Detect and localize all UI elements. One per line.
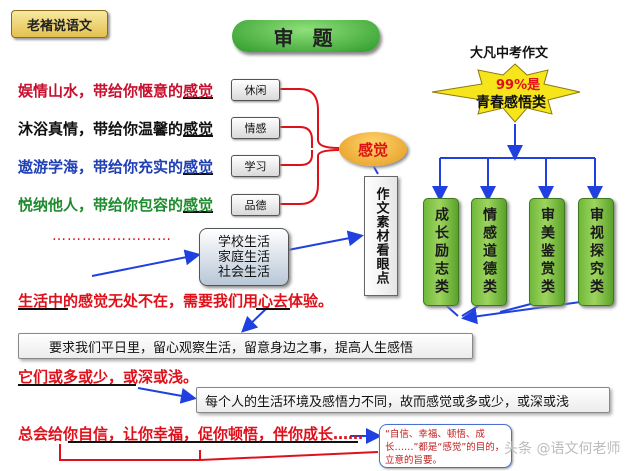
star-label: 青春感悟类 — [476, 95, 546, 111]
ellipsis-dots: …………………… — [52, 228, 172, 244]
author-badge: 老褚说语文 — [11, 10, 108, 38]
feeling-line-3: 遨游学海，带给你充实的感觉 — [18, 156, 213, 177]
arrow-dots-to-school — [91, 249, 201, 277]
feeling-line-3-prefix: 遨游学海，带给你充实的 — [18, 158, 184, 176]
arrow-statement2-to-box2 — [137, 387, 197, 404]
bracket-bottom — [278, 149, 340, 205]
red-link-bottom — [59, 444, 379, 461]
category-aesthetics: 审美鉴赏类 — [529, 198, 565, 306]
feeling-line-1-prefix: 娱情山水，带给你惬意的 — [18, 82, 184, 100]
feeling-line-4-prefix: 悦纳他人，带给你包容的 — [18, 196, 184, 214]
difference-box: 每个人的生活环境及感悟力不同，故而感觉或多或少，或深或浅 — [196, 387, 610, 413]
life-areas-box: 学校生活 家庭生活 社会生活 — [199, 228, 289, 286]
arrow-school-to-box — [287, 230, 364, 251]
life-area-school: 学校生活 — [217, 234, 270, 250]
category-growth: 成长励志类 — [423, 198, 459, 306]
feeling-line-1: 娱情山水，带给你惬意的感觉 — [18, 80, 213, 101]
bracket-line2 — [278, 126, 313, 148]
life-area-family: 家庭生活 — [217, 249, 270, 265]
arrow-statement1-to-box1 — [241, 306, 269, 333]
statement-3: 总会给你自信，让你幸福，促你顿悟，伴你成长…… — [18, 425, 364, 443]
feeling-line-4-word: 感觉 — [183, 196, 214, 214]
category-inquiry: 审视探究类 — [578, 198, 614, 306]
bracket-line3 — [278, 150, 313, 166]
requirement-box: 要求我们平日里，留心观察生活，留意身边之事，提高人生感悟 — [18, 333, 473, 359]
statement-2-underline — [18, 384, 136, 386]
statement-1-underline-a — [18, 308, 68, 310]
statement-2: 它们或多或少，或深或浅。 — [18, 368, 199, 386]
feeling-oval: 感觉 — [339, 132, 407, 166]
feeling-line-4: 悦纳他人，带给你包容的感觉 — [18, 194, 213, 215]
page-title: 审 题 — [232, 20, 380, 52]
tag-emotion: 情感 — [231, 117, 280, 139]
statement-1: 生活中的感觉无处不在，需要我们用心去体验。 — [18, 292, 334, 310]
statement-1-underline-b — [256, 308, 290, 310]
feeling-line-2: 沐浴真情，带给你温馨的感觉 — [18, 118, 213, 139]
feeling-line-3-word: 感觉 — [183, 158, 214, 176]
feeling-line-2-prefix: 沐浴真情，带给你温馨的 — [18, 120, 184, 138]
exam-heading: 大凡中考作文 — [470, 46, 549, 61]
tag-leisure: 休闲 — [231, 79, 280, 101]
material-focus-box: 作文素材看眼点 — [364, 176, 398, 296]
statement-3-underline — [68, 441, 358, 443]
watermark: 头条 @语文何老师 — [504, 441, 621, 457]
arrow-feel-to-box — [373, 166, 379, 175]
purpose-note: “自信、幸福、顿悟、成长……”都是“感觉”的目的，立意的旨要。 — [379, 424, 512, 468]
category-emotion-morality: 情感道德类 — [471, 198, 507, 306]
tag-virtue: 品德 — [231, 194, 280, 216]
feeling-line-1-word: 感觉 — [183, 82, 214, 100]
percent-label: 99%是 — [496, 78, 541, 93]
bracket-top — [278, 88, 340, 149]
life-area-society: 社会生活 — [217, 264, 270, 280]
feeling-line-2-word: 感觉 — [183, 120, 214, 138]
star-shape — [431, 63, 581, 123]
tag-study: 学习 — [231, 155, 280, 177]
